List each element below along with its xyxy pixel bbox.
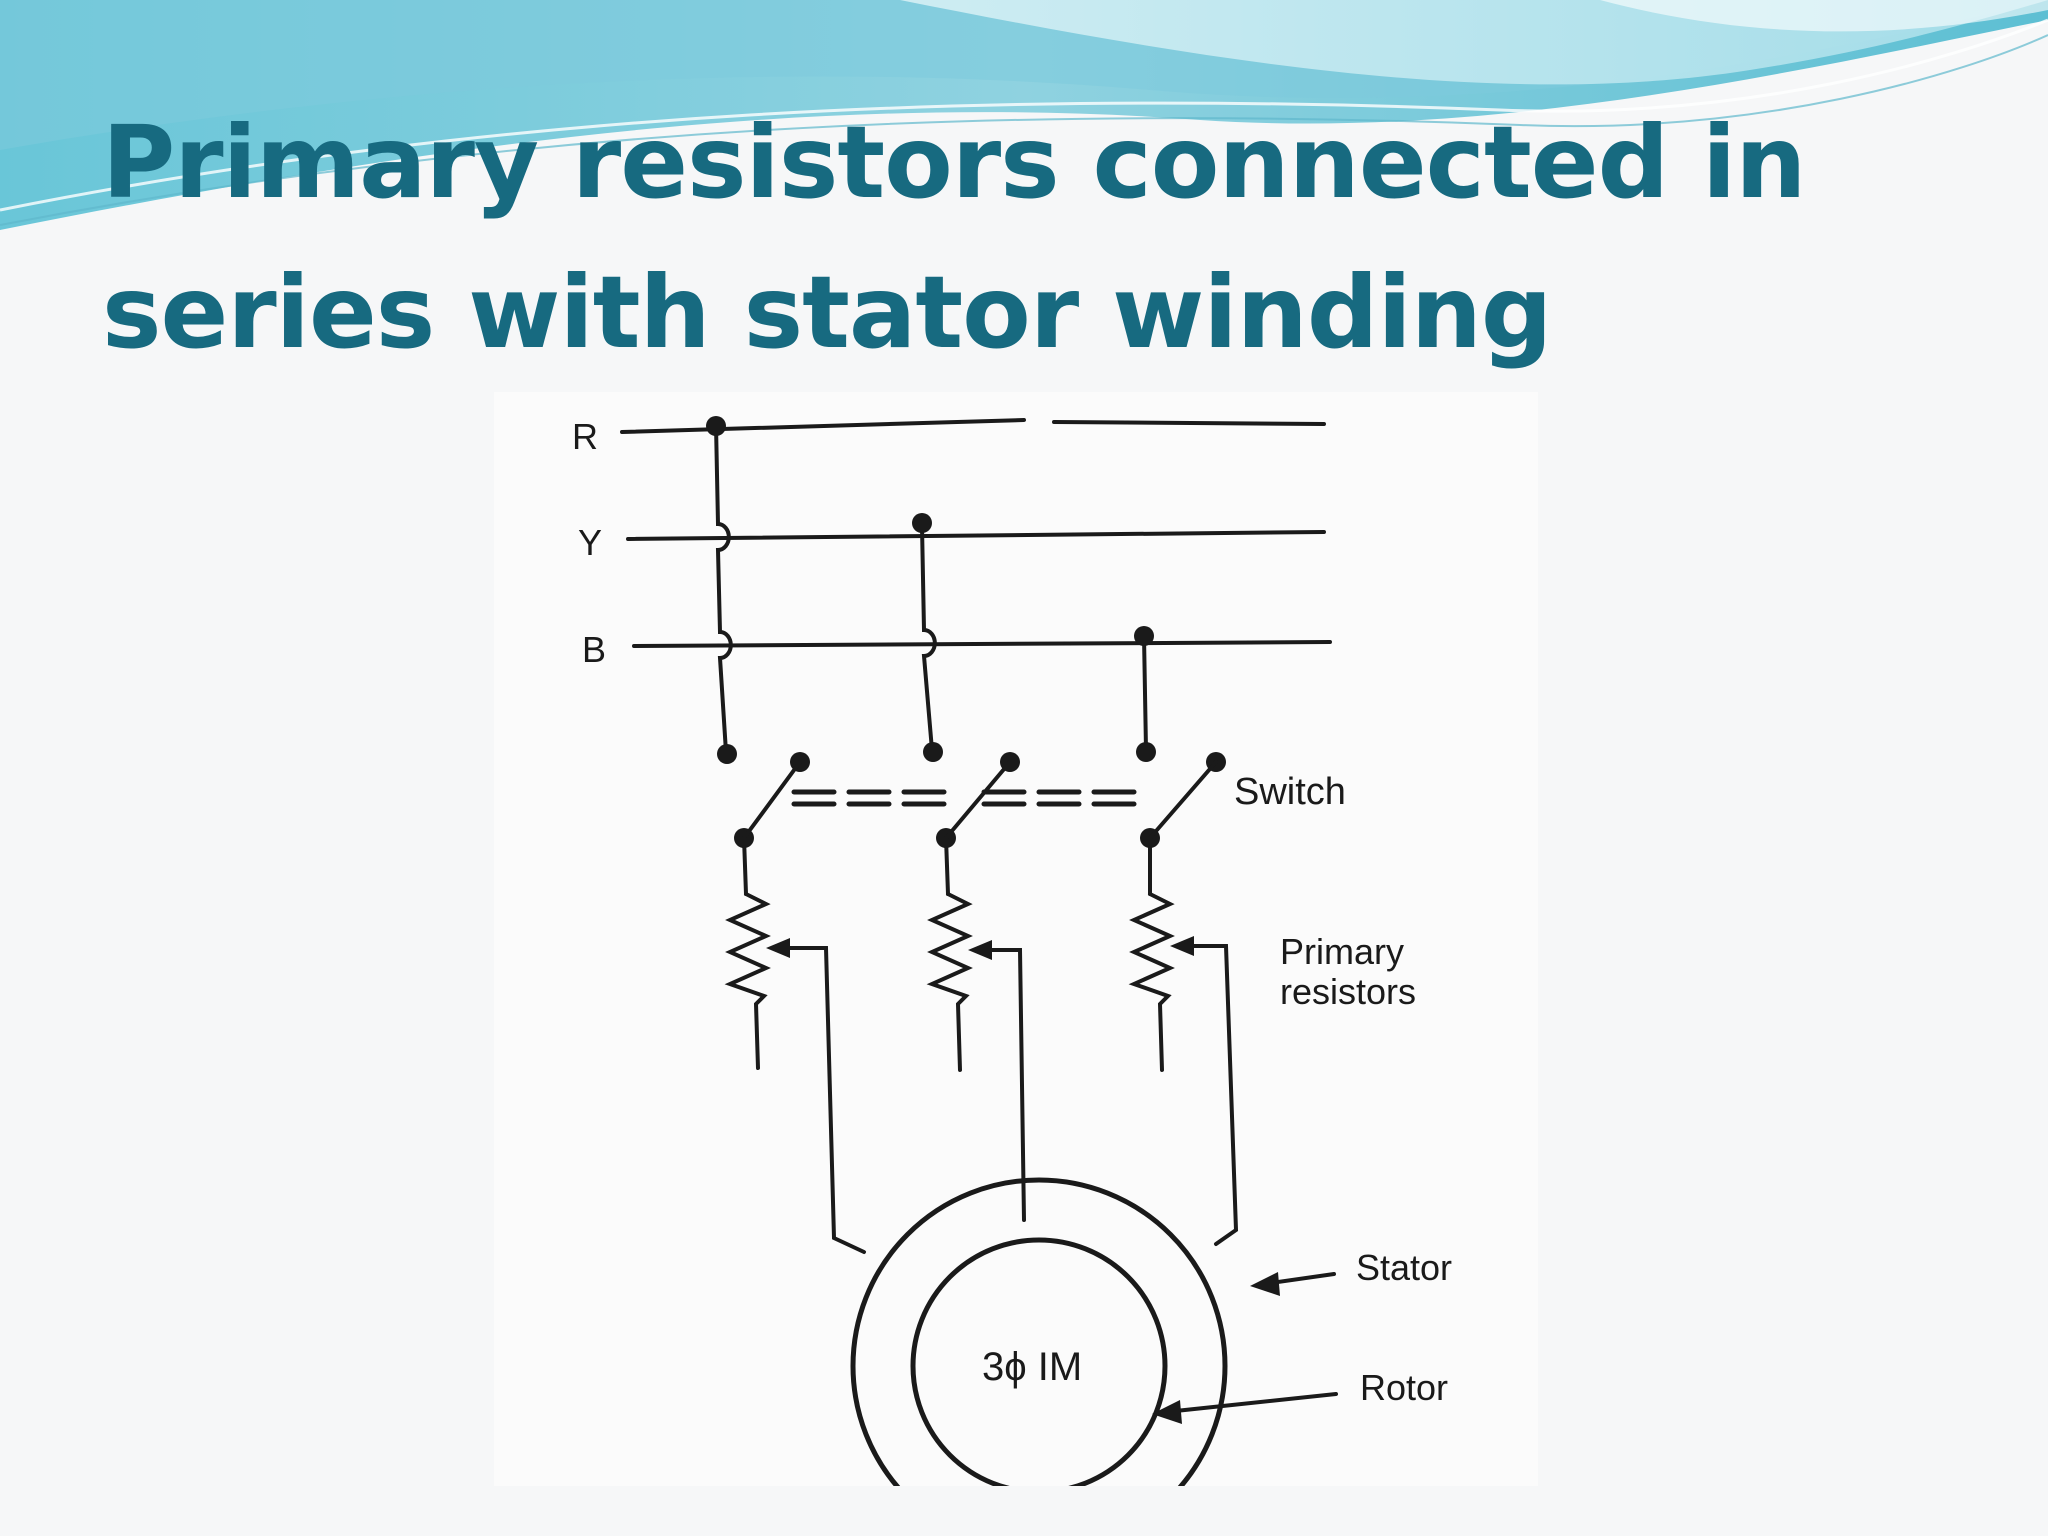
slide-title-line-2: series with stator winding xyxy=(102,254,1553,371)
resistor-label-line-1: Primary xyxy=(1280,931,1404,972)
switch-blades xyxy=(742,760,1218,840)
bus-line-y xyxy=(626,530,1326,541)
phase-label-b: B xyxy=(582,629,606,670)
stator-circle xyxy=(850,1177,1228,1486)
conductor-phase-r xyxy=(714,423,733,754)
rotor-label: Rotor xyxy=(1360,1367,1448,1408)
resistor-leads xyxy=(742,836,1152,896)
rheostat-wire-3 xyxy=(1176,944,1239,1246)
bus-line-b xyxy=(632,640,1332,648)
primary-resistor-2 xyxy=(926,892,973,1072)
circuit-diagram-panel: R Y B Switch Primary resistors 3ϕ IM xyxy=(494,392,1538,1486)
rotor-circle xyxy=(910,1237,1168,1486)
slide-title: Primary resistors connected in series wi… xyxy=(102,88,1942,388)
rheostat-wire-1 xyxy=(772,946,866,1254)
phase-label-y: Y xyxy=(578,522,602,563)
switch-contacts xyxy=(717,742,1226,848)
motor-label: 3ϕ IM xyxy=(982,1345,1082,1389)
phase-label-r: R xyxy=(572,416,598,457)
stator-label: Stator xyxy=(1356,1247,1452,1288)
resistor-label-line-2: resistors xyxy=(1280,971,1416,1012)
bus-line-r xyxy=(620,418,1326,434)
switch-label: Switch xyxy=(1234,771,1346,813)
rotor-pointer xyxy=(1164,1392,1338,1414)
primary-resistor-1 xyxy=(724,892,771,1070)
rheostat-arrowheads xyxy=(766,936,1194,960)
stator-pointer-head xyxy=(1250,1272,1280,1296)
slide-title-line-1: Primary resistors connected in xyxy=(102,104,1806,221)
primary-resistor-3 xyxy=(1128,892,1175,1072)
bus-junctions xyxy=(706,416,1154,646)
circuit-diagram: R Y B Switch Primary resistors 3ϕ IM xyxy=(572,416,1452,1486)
switch-gang-link xyxy=(791,789,1137,807)
conductor-phase-b xyxy=(1142,634,1148,752)
conductor-phase-y xyxy=(920,524,937,752)
rotor-pointer-head xyxy=(1152,1400,1182,1424)
